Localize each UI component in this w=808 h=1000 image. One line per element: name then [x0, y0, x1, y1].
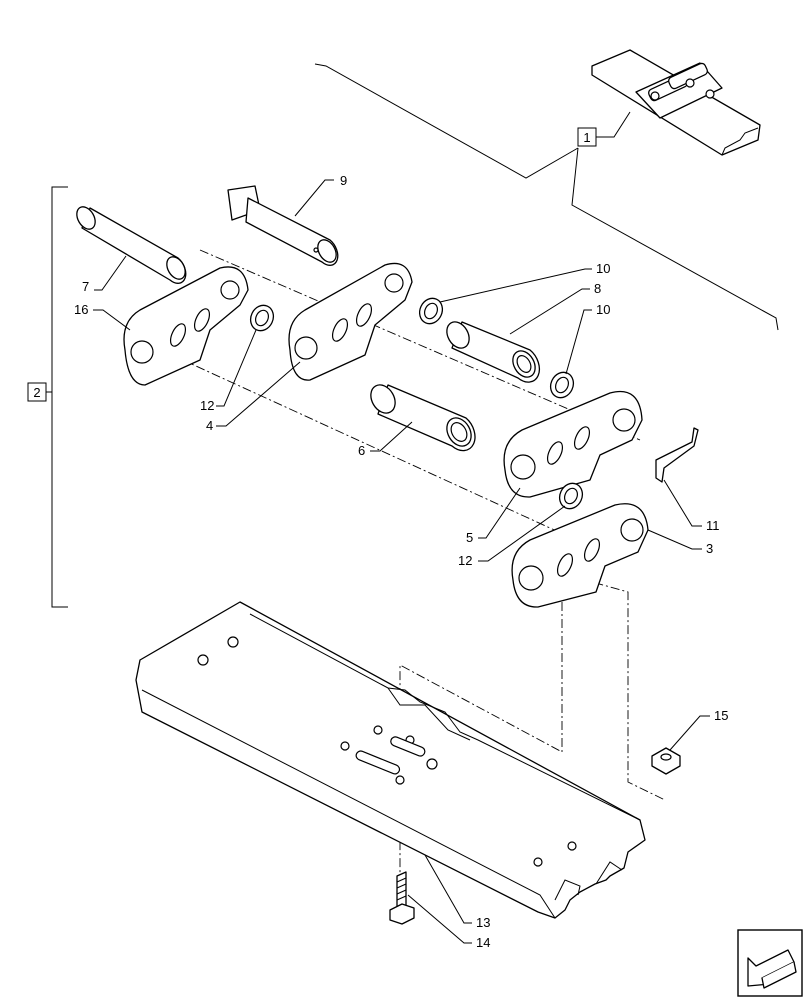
callout-3-label: 3 [706, 541, 713, 556]
callout-10a: 10 [439, 261, 610, 303]
callout-4-label: 4 [206, 418, 213, 433]
link-5 [503, 391, 643, 498]
callout-1-label: 1 [583, 130, 590, 145]
callout-10b: 10 [565, 302, 610, 375]
track-shoe-13 [135, 601, 646, 919]
callout-9: 9 [294, 173, 347, 217]
callout-8-label: 8 [594, 281, 601, 296]
washer-10-lower [549, 371, 575, 399]
pin-7 [76, 206, 187, 284]
callout-5: 5 [466, 487, 521, 545]
bushing-6 [370, 384, 476, 452]
nut-15 [651, 747, 681, 775]
arrow-back-icon[interactable] [737, 929, 803, 997]
callout-10a-label: 10 [596, 261, 610, 276]
washer-10-upper [418, 297, 444, 325]
clip-11 [655, 427, 699, 483]
link-3 [511, 503, 649, 608]
callout-16-label: 16 [74, 302, 88, 317]
bolt-14 [389, 871, 415, 925]
washer-12-lower [558, 482, 584, 510]
link-4 [288, 262, 413, 381]
callout-13-label: 13 [476, 915, 490, 930]
callout-10b-label: 10 [596, 302, 610, 317]
callout-16: 16 [74, 302, 131, 331]
callout-11-label: 11 [706, 518, 720, 533]
callout-6-label: 6 [358, 443, 365, 458]
callout-2-label: 2 [33, 385, 40, 400]
callout-7: 7 [82, 255, 127, 294]
callout-12a: 12 [200, 329, 257, 413]
callout-5-label: 5 [466, 530, 473, 545]
callout-14: 14 [407, 894, 490, 950]
callout-12a-label: 12 [200, 398, 214, 413]
callout-12b: 12 [458, 505, 566, 568]
callout-4: 4 [206, 361, 301, 433]
link-16 [123, 266, 249, 386]
callout-box-1: 1 [577, 111, 631, 147]
callout-11: 11 [663, 479, 720, 533]
callout-15-label: 15 [714, 708, 728, 723]
assembly-axis-lower [199, 249, 641, 441]
callout-7-label: 7 [82, 279, 89, 294]
callout-6: 6 [358, 421, 413, 458]
pin-9 [227, 185, 339, 266]
callout-15: 15 [669, 708, 728, 751]
bushing-8 [446, 321, 541, 383]
callout-12b-label: 12 [458, 553, 472, 568]
assembly-axis-upper [149, 344, 621, 561]
callout-8: 8 [509, 281, 601, 335]
callout-box-2: 2 [27, 186, 68, 608]
overview-track-inset [314, 49, 779, 331]
callout-14-label: 14 [476, 935, 490, 950]
nut-axis [577, 577, 666, 801]
callout-3: 3 [647, 529, 713, 556]
washer-12-upper [249, 304, 275, 332]
bolt-axis [399, 568, 563, 905]
callout-9-label: 9 [340, 173, 347, 188]
callout-13: 13 [424, 854, 490, 930]
